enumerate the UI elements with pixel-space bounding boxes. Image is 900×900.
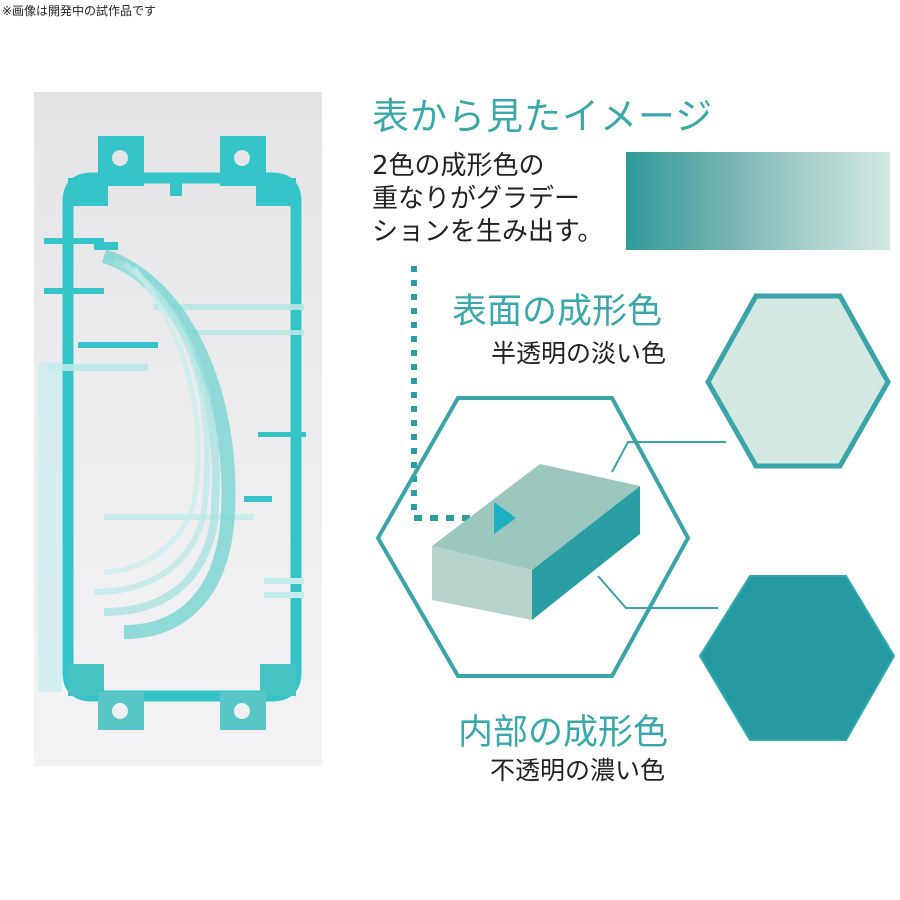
- gradient-swatch: [626, 152, 890, 250]
- surface-color-title: 表面の成形色: [452, 292, 663, 332]
- surface-color-subtitle: 半透明の淡い色: [491, 339, 667, 368]
- front-view-description: 2色の成形色の 重なりがグラデー ションを生み出す。: [372, 150, 603, 249]
- inner-color-subtitle: 不透明の濃い色: [490, 756, 666, 785]
- description-line: 重なりがグラデー: [372, 184, 581, 214]
- product-photo: [34, 92, 322, 766]
- prototype-note: ※画像は開発中の試作品です: [2, 4, 157, 18]
- inner-color-title: 内部の成形色: [458, 713, 669, 753]
- front-view-title: 表から見たイメージ: [372, 95, 714, 138]
- description-line: 2色の成形色の: [372, 151, 545, 181]
- description-line: ションを生み出す。: [372, 217, 604, 247]
- runner-frame-illustration: [38, 136, 306, 730]
